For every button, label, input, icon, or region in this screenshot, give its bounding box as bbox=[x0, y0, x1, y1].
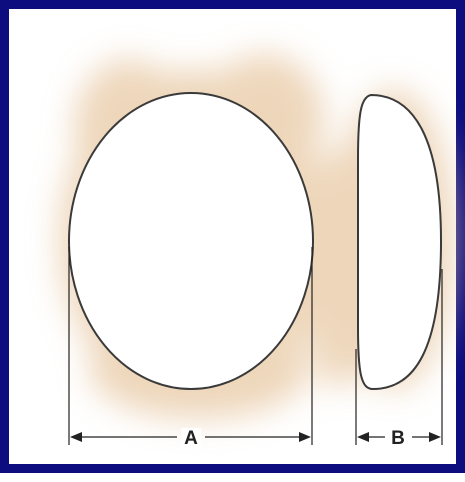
side-view-outline bbox=[357, 93, 443, 391]
dimension-a-arrow-right bbox=[299, 432, 311, 442]
dimension-a-arrow-left bbox=[70, 432, 82, 442]
label-knockout bbox=[388, 428, 408, 449]
label-knockout bbox=[181, 428, 202, 449]
implant-diagram: A B bbox=[59, 54, 454, 449]
dimension-b-arrow-right bbox=[429, 432, 441, 442]
dimension-b-label: B bbox=[391, 428, 405, 449]
front-view-outline bbox=[68, 92, 314, 390]
dimension-a: A bbox=[68, 247, 313, 449]
dimension-b-arrow-left bbox=[357, 432, 369, 442]
dimension-b: B bbox=[355, 269, 443, 449]
dimension-a-label: A bbox=[184, 428, 198, 449]
